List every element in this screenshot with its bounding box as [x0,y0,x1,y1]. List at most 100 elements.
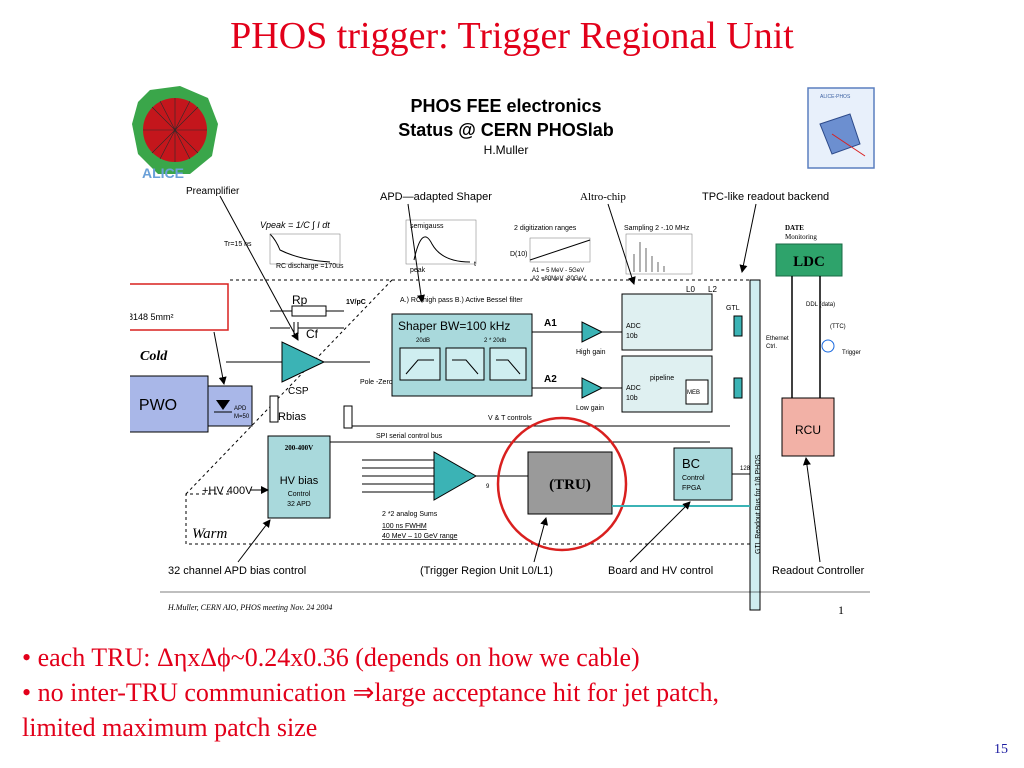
svg-text:128: 128 [740,466,751,472]
tru-box [527,451,613,515]
diagram-heading-1: PHOS FEE electronics [410,96,601,116]
label-cold: Cold [140,349,168,364]
svg-text:Rbias: Rbias [278,411,307,423]
svg-text:Rp: Rp [292,293,308,307]
label-board-hv-control: Board and HV control [608,565,713,577]
svg-text:100 ns FWHM: 100 ns FWHM [382,523,427,530]
label-monitoring: Monitoring [785,233,817,241]
svg-text:FPGA: FPGA [682,485,701,492]
svg-text:L2: L2 [708,285,717,294]
svg-text:A2 =80MeV -80GeV: A2 =80MeV -80GeV [532,276,586,282]
alice-phos-logo: ALICE-PHOS [807,87,875,169]
page-number: 15 [994,742,1008,757]
label-warm: Warm [192,526,227,542]
shaper-label: Shaper BW=100 kHz [398,319,510,333]
svg-text:Pole -Zero: Pole -Zero [360,379,393,386]
bullet-list: • each TRU: ΔηxΔϕ~0.24x0.36 (depends on … [22,640,982,745]
label-tpc-backend: TPC-like readout backend [702,191,829,203]
svg-text:200-400V: 200-400V [285,444,313,452]
svg-text:A2: A2 [544,374,557,385]
bullet-2: • no inter-TRU communication ⇒large acce… [22,678,719,707]
phos-fee-diagram: ALICE ALICE-PHOS PHOS FEE electronics St… [130,86,875,617]
alice-logo: ALICE [132,86,218,181]
bc-box [673,447,733,501]
svg-text:CSP: CSP [288,386,309,397]
label-trigger-region-unit: (Trigger Region Unit L0/L1) [420,565,553,577]
svg-text:V & T controls: V & T controls [488,415,532,422]
csp-amplifier [281,341,326,383]
bullet-1: • each TRU: ΔηxΔϕ~0.24x0.36 (depends on … [22,643,640,672]
bullet-2-continued: limited maximum patch size [22,713,318,742]
svg-text:2 * 20db: 2 * 20db [484,338,507,344]
pwo-box [130,375,209,433]
inset-integration-plot: Vpeak = 1/C ∫ I dt Tr=15 ns RC discharge… [224,220,344,270]
ldc-label: LDC [793,254,825,270]
label-date: DATE [785,224,804,232]
svg-text:32 APD: 32 APD [287,501,311,508]
label-apd-bias-control: 32 channel APD bias control [168,565,306,577]
svg-text:1V/pC: 1V/pC [346,299,366,306]
svg-text:GTL Readout Bus for 1/8 PHOS: GTL Readout Bus for 1/8 PHOS [755,454,762,554]
svg-text:10b: 10b [626,333,638,340]
svg-text:Ethernet: Ethernet [766,336,789,342]
svg-text:High gain: High gain [576,349,606,356]
svg-text:t: t [474,261,476,268]
svg-text:DDL (data): DDL (data) [806,302,835,308]
label-s8148: S8148 5mm² [130,312,174,322]
svg-text:APD: APD [234,406,247,412]
apd-diode-box [207,385,253,427]
svg-text:HV bias: HV bias [280,475,319,487]
svg-text:GTL: GTL [726,305,740,312]
svg-text:ADC: ADC [626,385,641,392]
svg-text:pipeline: pipeline [650,375,674,382]
ldc-box [775,243,843,277]
svg-text:RC discharge =170us: RC discharge =170us [276,263,344,270]
svg-text:2 *2 analog Sums: 2 *2 analog Sums [382,511,438,518]
analog-sum-amplifier [433,451,478,501]
svg-text:Vpeak = 1/C ∫ I dt: Vpeak = 1/C ∫ I dt [260,220,330,230]
tru-highlight-circle [496,416,628,552]
svg-text:D(10): D(10) [510,251,528,258]
svg-text:(TTC): (TTC) [830,324,846,330]
diagram-heading-2: Status @ CERN PHOSlab [398,120,614,140]
svg-text:semigauss: semigauss [410,223,444,230]
label-apd-shaper: APD—adapted Shaper [380,191,492,203]
svg-text:Control: Control [288,491,311,498]
svg-text:Ctrl.: Ctrl. [766,344,777,350]
label-altro: Altro-chip [580,191,626,203]
apd-hammamatsu-box [130,283,229,331]
alice-phos-logo-text: ALICE-PHOS [820,94,851,100]
svg-text:SPI serial control bus: SPI serial control bus [376,433,443,440]
svg-text:9: 9 [486,484,490,490]
readout-bus [749,279,761,611]
warm-region-border [185,279,761,545]
svg-text:40 MeV – 10 GeV range: 40 MeV – 10 GeV range [382,533,458,540]
svg-text:A1: A1 [544,318,557,329]
alice-logo-text: ALICE [142,165,184,181]
slide-title: PHOS trigger: Trigger Regional Unit [230,15,794,57]
svg-text:Control: Control [682,475,705,482]
tru-label: (TRU) [549,477,591,493]
inset-sampling-plot: Sampling 2 -.10 MHz [624,225,693,275]
label-hv400: +HV 400V [202,485,253,497]
hv-bias-box [267,435,331,519]
svg-text:Low gain: Low gain [576,405,604,412]
inset-digitization-plot: 2 digitization ranges D(10) A1 = 5 MeV -… [510,225,591,282]
svg-text:Sampling 2 -.10 MHz: Sampling 2 -.10 MHz [624,225,690,232]
svg-text:Trigger: Trigger [842,350,861,356]
diagram-author: H.Muller [484,143,529,157]
cold-warm-divider [185,279,393,495]
rcu-label: RCU [795,423,821,437]
svg-text:BC: BC [682,456,700,471]
svg-text:ADC: ADC [626,323,641,330]
rcu-box [781,397,835,457]
svg-text:20dB: 20dB [416,338,430,344]
diagram-page: 1 [838,603,844,617]
label-preamplifier: Preamplifier [186,186,240,197]
label-filter-desc: A.) RC high pass B.) Active Bessel filte… [400,297,523,304]
svg-text:A1 = 5 MeV - 5GeV: A1 = 5 MeV - 5GeV [532,268,584,274]
svg-text:MEB: MEB [687,390,700,396]
svg-text:M=50: M=50 [234,414,250,420]
svg-text:10b: 10b [626,395,638,402]
pwo-label: PWO [139,397,177,414]
